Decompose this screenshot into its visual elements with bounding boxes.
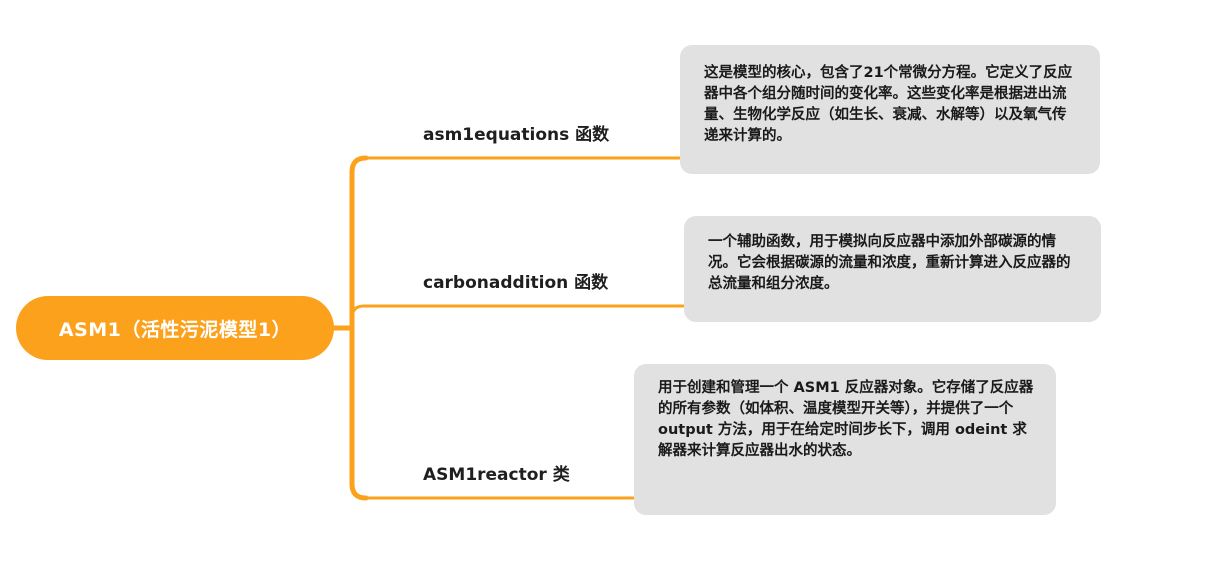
note-text: 一个辅助函数，用于模拟向反应器中添加外部碳源的情况。它会根据碳源的流量和浓度，重… [708,234,1071,292]
branch-2-connector [350,304,1086,319]
note-text: 用于创建和管理一个 ASM1 反应器对象。它存储了反应器的所有参数（如体积、温度… [658,380,1034,459]
note-asm1reactor: 用于创建和管理一个 ASM1 反应器对象。它存储了反应器的所有参数（如体积、温度… [634,364,1056,515]
branch-label: carbonaddition 函数 [423,273,609,293]
note-text: 这是模型的核心，包含了21个常微分方程。它定义了反应器中各个组分随时间的变化率。… [704,65,1073,144]
branch-label: ASM1reactor 类 [423,465,570,485]
trunk-connector [349,155,369,501]
branch-carbonaddition[interactable]: carbonaddition 函数 [423,268,608,293]
root-label: ASM1（活性污泥模型1） [58,318,292,341]
branch-label: asm1equations 函数 [423,125,610,145]
note-carbonaddition: 一个辅助函数，用于模拟向反应器中添加外部碳源的情况。它会根据碳源的流量和浓度，重… [684,216,1101,322]
branch-asm1reactor[interactable]: ASM1reactor 类 [423,460,570,485]
note-asm1equations: 这是模型的核心，包含了21个常微分方程。它定义了反应器中各个组分随时间的变化率。… [680,45,1100,174]
root-node[interactable]: ASM1（活性污泥模型1） [16,296,334,360]
branch-asm1equations[interactable]: asm1equations 函数 [423,120,609,145]
